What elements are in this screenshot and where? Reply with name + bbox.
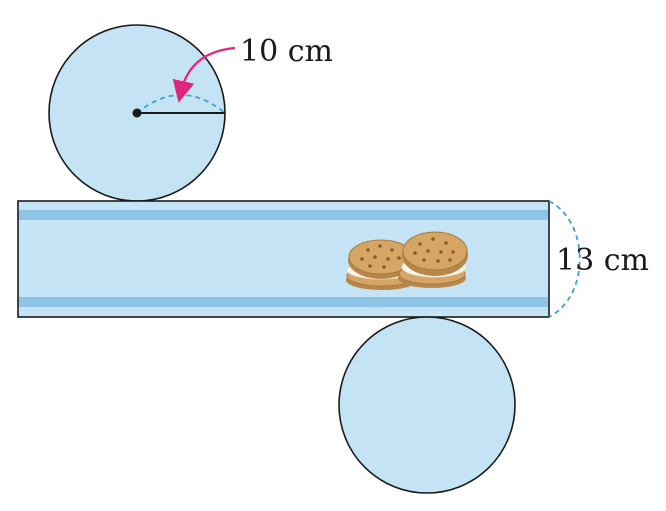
bottom-circle-base [338, 316, 516, 494]
radius-label: 10 cm [240, 34, 333, 69]
radius-pointer-arrow [172, 46, 236, 103]
sandwich-cookie-icon [398, 231, 468, 288]
label-stripe-bottom [19, 297, 548, 307]
label-stripe-top [19, 210, 548, 220]
height-label: 13 cm [556, 243, 649, 278]
center-point [132, 108, 142, 118]
